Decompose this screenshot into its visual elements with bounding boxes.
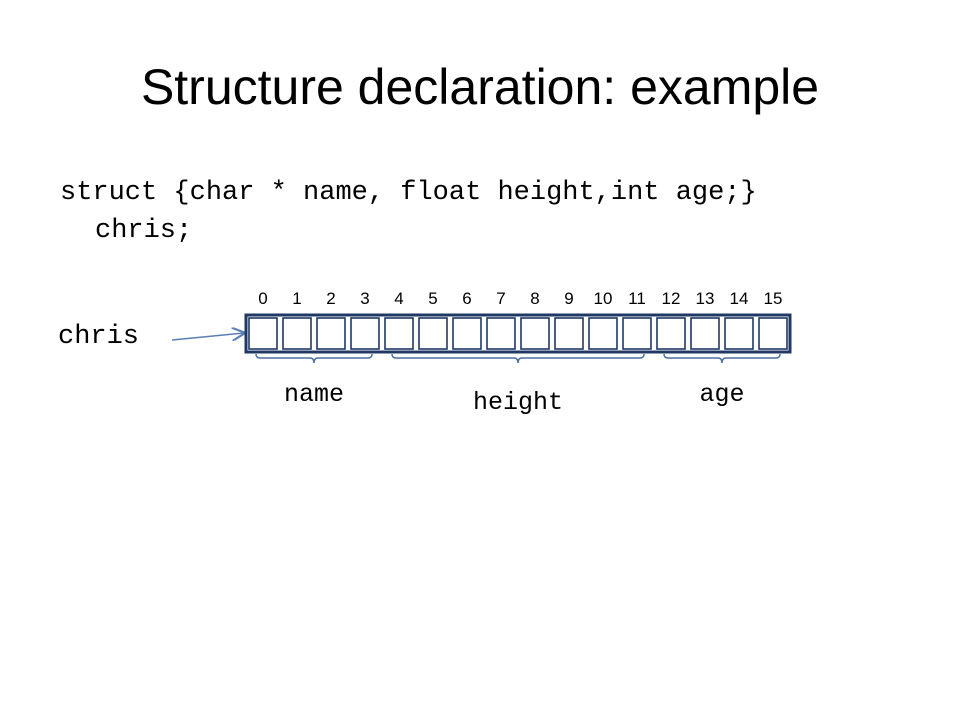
memory-cell — [520, 317, 550, 350]
memory-cell — [418, 317, 448, 350]
byte-index-9: 9 — [564, 289, 573, 308]
code-line-2: chris; — [95, 216, 193, 246]
byte-index-1: 1 — [292, 289, 301, 308]
field-label-name: name — [284, 380, 344, 409]
byte-index-11: 11 — [628, 289, 646, 308]
field-label-age: age — [699, 380, 744, 409]
memory-cell — [384, 317, 414, 350]
memory-cell — [622, 317, 652, 350]
variable-label-chris: chris — [58, 322, 140, 352]
memory-cell — [282, 317, 312, 350]
byte-index-4: 4 — [394, 289, 403, 308]
memory-cell — [350, 317, 380, 350]
byte-index-6: 6 — [462, 289, 471, 308]
memory-cell — [316, 317, 346, 350]
memory-cell — [656, 317, 686, 350]
byte-index-8: 8 — [530, 289, 539, 308]
memory-cell — [690, 317, 720, 350]
byte-index-10: 10 — [594, 289, 613, 308]
byte-index-12: 12 — [662, 289, 681, 308]
memory-cell — [248, 317, 278, 350]
memory-cell — [588, 317, 618, 350]
field-label-height: height — [473, 388, 563, 417]
field-labels: name height age — [284, 380, 745, 417]
code-line-1: struct {char * name, float height,int ag… — [60, 178, 757, 208]
memory-cell — [758, 317, 788, 350]
byte-index-15: 15 — [764, 289, 783, 308]
byte-index-3: 3 — [360, 289, 369, 308]
memory-cell — [486, 317, 516, 350]
byte-index-13: 13 — [696, 289, 715, 308]
bracket-age — [663, 353, 781, 364]
bracket-name — [255, 353, 373, 364]
struct-declaration-code: struct {char * name, float height,int ag… — [60, 174, 757, 250]
memory-cells — [244, 313, 792, 354]
pointer-arrow — [171, 333, 244, 340]
field-brackets — [255, 353, 781, 364]
bracket-height — [391, 353, 645, 364]
byte-index-2: 2 — [326, 289, 335, 308]
memory-cell — [724, 317, 754, 350]
byte-index-0: 0 — [258, 289, 267, 308]
byte-index-14: 14 — [730, 289, 749, 308]
byte-index-7: 7 — [496, 289, 505, 308]
slide-title: Structure declaration: example — [140, 59, 820, 115]
byte-index-5: 5 — [428, 289, 437, 308]
memory-cell — [554, 317, 584, 350]
memory-cell — [452, 317, 482, 350]
